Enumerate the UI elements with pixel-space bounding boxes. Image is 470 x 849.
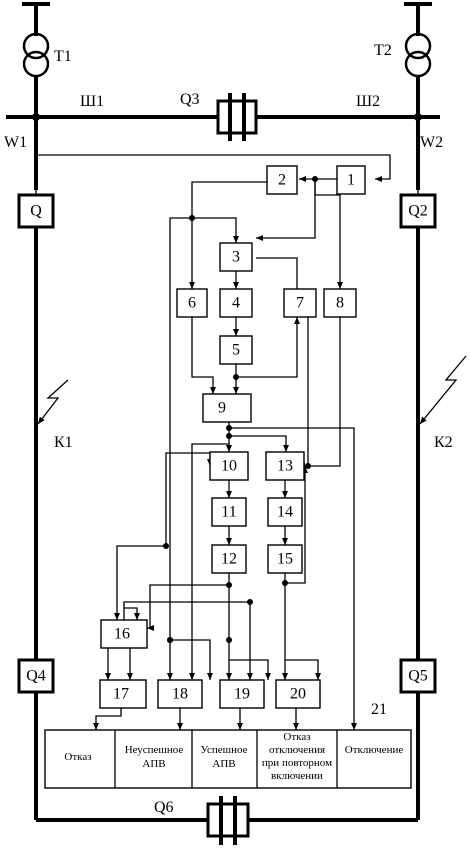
panel-cell-unsuccessful-reclose: Неуспешное (125, 744, 184, 756)
block-1: 1 (336, 165, 366, 195)
svg-text:8: 8 (336, 295, 344, 312)
function-blocks: 1 2 3 4 5 6 7 8 9 10 11 12 13 14 15 16 1… (99, 165, 366, 709)
svg-text:5: 5 (232, 342, 240, 359)
svg-text:18: 18 (172, 686, 188, 703)
panel-cell-failure: Отказ (64, 751, 91, 763)
panel-cell-trip: Отключение (345, 744, 404, 756)
block-14: 14 (267, 497, 303, 527)
panel-cell-trip-failure: Отказ (283, 731, 310, 743)
block-19: 19 (219, 679, 265, 709)
block-9: 9 (202, 393, 252, 423)
breaker-q6 (206, 796, 250, 845)
transformer-t1-icon (22, 32, 50, 78)
label-q3: Q3 (180, 91, 200, 108)
signal-panel: Отказ Неуспешное АПВ Успешное АПВ Отказ … (44, 729, 412, 789)
block-18: 18 (157, 679, 203, 709)
block-16: 16 (100, 619, 148, 649)
svg-text:16: 16 (114, 626, 130, 643)
block-20: 20 (275, 679, 321, 709)
label-q4: Q4 (26, 668, 46, 685)
label-q2: Q2 (408, 203, 428, 220)
label-t1: Т1 (54, 48, 72, 65)
block-15: 15 (267, 544, 303, 574)
block-11: 11 (211, 497, 247, 527)
svg-text:2: 2 (278, 172, 286, 189)
panel-cell-trip-failure: отключения (269, 744, 325, 756)
label-k1: К1 (54, 434, 73, 451)
block-2: 2 (266, 165, 298, 195)
panel-cell-successful-reclose: Успешное (201, 744, 248, 756)
svg-text:13: 13 (277, 458, 293, 475)
label-q: Q (30, 203, 42, 220)
svg-text:11: 11 (221, 504, 236, 521)
block-12: 12 (211, 544, 247, 574)
panel-cell-trip-failure: при повторном (262, 757, 332, 769)
block-8: 8 (323, 288, 357, 318)
block-4: 4 (219, 288, 253, 318)
block-10: 10 (209, 451, 249, 481)
block-7: 7 (283, 288, 317, 318)
block-5: 5 (219, 335, 253, 365)
breaker-q3 (216, 93, 258, 141)
label-t2: Т2 (374, 42, 392, 59)
block-13: 13 (265, 451, 305, 481)
power-circuit (6, 2, 467, 845)
svg-text:14: 14 (277, 504, 293, 521)
block-3: 3 (219, 242, 253, 272)
label-21: 21 (371, 701, 387, 718)
fault-k2-icon (419, 355, 467, 425)
fault-k1-icon (37, 379, 69, 425)
svg-text:4: 4 (232, 295, 240, 312)
label-w1: W1 (4, 134, 27, 151)
panel-cell-trip-failure: включении (271, 770, 323, 782)
svg-text:15: 15 (277, 551, 293, 568)
label-k2: К2 (434, 434, 453, 451)
svg-text:6: 6 (188, 295, 196, 312)
svg-text:9: 9 (218, 400, 226, 417)
block-17: 17 (99, 679, 147, 709)
svg-text:3: 3 (232, 249, 240, 266)
svg-text:17: 17 (113, 686, 129, 703)
transformer-t2-icon (404, 32, 432, 78)
label-q6: Q6 (154, 799, 174, 816)
block-6: 6 (176, 288, 208, 318)
svg-text:10: 10 (221, 458, 237, 475)
label-w2: W2 (420, 134, 443, 151)
svg-text:1: 1 (347, 172, 355, 189)
label-sh1: Ш1 (80, 93, 104, 110)
svg-text:19: 19 (234, 686, 250, 703)
panel-cell-successful-reclose: АПВ (212, 758, 235, 770)
control-wiring (36, 154, 391, 730)
svg-text:7: 7 (296, 295, 304, 312)
label-sh2: Ш2 (356, 93, 380, 110)
label-q5: Q5 (408, 668, 428, 685)
svg-text:20: 20 (290, 686, 306, 703)
svg-text:12: 12 (221, 551, 237, 568)
panel-cell-unsuccessful-reclose: АПВ (142, 758, 165, 770)
labels: Т1 Т2 Ш1 Ш2 Q3 W1 W2 Q Q2 Q4 Q5 Q6 К1 К2… (4, 42, 453, 816)
